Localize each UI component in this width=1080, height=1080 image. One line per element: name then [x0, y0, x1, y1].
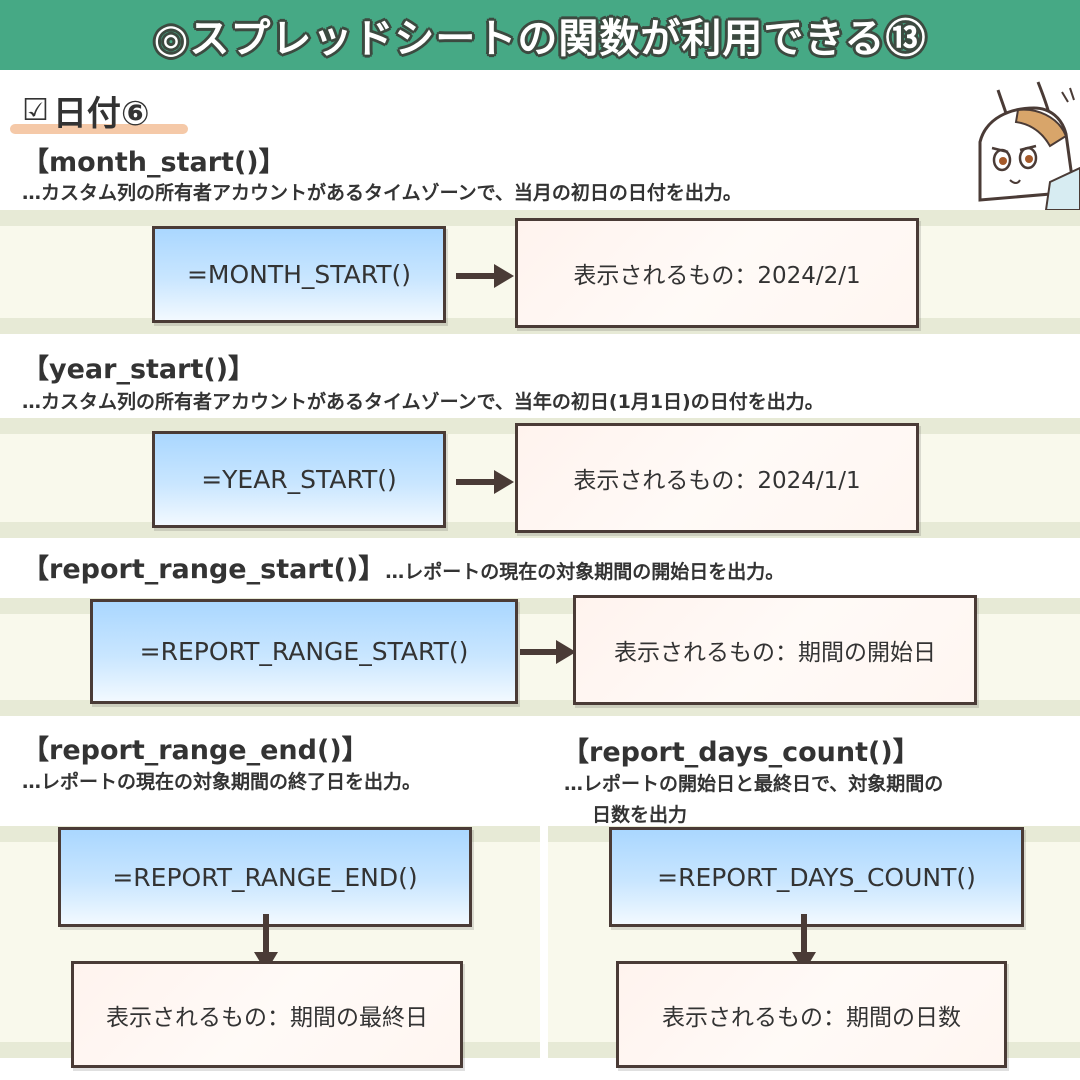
- arrow-right-icon: [456, 264, 514, 288]
- cat-mascot-icon: [978, 81, 1080, 210]
- result-box-report-range-end: 表示されるもの：期間の最終日: [71, 961, 463, 1068]
- page-title: ◎スプレッドシートの関数が利用できる⑬: [153, 16, 927, 62]
- function-desc-report-range-end: …レポートの現在の対象期間の終了日を出力。: [22, 771, 422, 793]
- formula-box-year-start: =YEAR_START(): [152, 431, 446, 528]
- function-name-text: 【month_start()】: [22, 147, 286, 178]
- arrow-right-icon: [456, 470, 514, 494]
- section-title-underline: [10, 124, 188, 134]
- section-title: ☑ 日付⑥: [22, 86, 150, 135]
- formula-box-month-start: =MONTH_START(): [152, 226, 446, 323]
- function-desc-report-days-count-line2: 日数を出力: [592, 804, 688, 826]
- arrow-right-icon: [520, 640, 576, 664]
- function-desc-report-days-count: …レポートの開始日と最終日で、対象期間の: [564, 773, 944, 795]
- function-name-text: 【report_range_start()】: [22, 554, 386, 585]
- function-desc-report-range-start: …レポートの現在の対象期間の開始日を出力。: [385, 561, 785, 583]
- function-desc-month-start: …カスタム列の所有者アカウントがあるタイムゾーンで、当月の初日の日付を出力。: [22, 182, 742, 204]
- function-name-month-start: 【month_start()】: [22, 140, 286, 179]
- result-box-month-start: 表示されるもの：2024/2/1: [515, 218, 919, 328]
- function-name-report-days-count: 【report_days_count()】: [562, 737, 920, 768]
- formula-box-report-range-start: =REPORT_RANGE_START(): [90, 599, 518, 704]
- result-box-year-start: 表示されるもの：2024/1/1: [515, 423, 919, 533]
- function-name-report-range-end: 【report_range_end()】: [22, 735, 369, 766]
- section-title-text: 日付⑥: [52, 94, 150, 134]
- result-box-report-days-count: 表示されるもの：期間の日数: [616, 961, 1007, 1068]
- formula-box-report-days-count: =REPORT_DAYS_COUNT(): [609, 827, 1024, 927]
- function-name-year-start: 【year_start()】: [22, 354, 256, 385]
- header-bar: ◎スプレッドシートの関数が利用できる⑬: [0, 0, 1080, 70]
- formula-box-report-range-end: =REPORT_RANGE_END(): [58, 827, 472, 927]
- function-desc-year-start: …カスタム列の所有者アカウントがあるタイムゾーンで、当年の初日(1月1日)の日付…: [22, 391, 824, 413]
- checkbox-icon: ☑: [22, 93, 49, 128]
- function-name-report-range-start: 【report_range_start()】…レポートの現在の対象期間の開始日を…: [22, 547, 784, 586]
- result-box-report-range-start: 表示されるもの：期間の開始日: [573, 595, 977, 705]
